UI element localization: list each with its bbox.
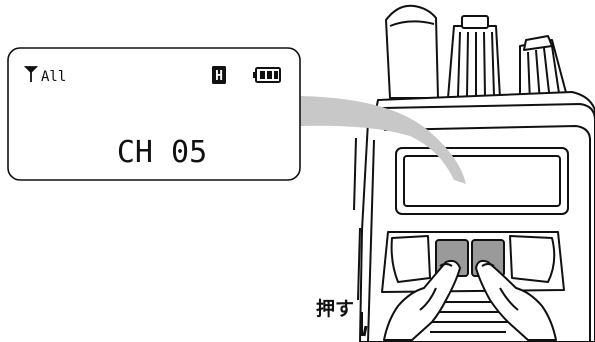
side-mark: [362, 325, 368, 337]
side-grip-2: [357, 227, 361, 301]
radio-side-edge: [367, 139, 375, 342]
battery-icon: [253, 67, 281, 83]
volume-knob: [447, 15, 501, 99]
press-label: 押す: [316, 297, 354, 320]
signal-label: All: [41, 69, 66, 85]
left-hand: [383, 259, 461, 341]
right-hand: [475, 259, 557, 341]
radio-housing: [359, 103, 595, 342]
lcd-zoom-panel: All H CH 05: [7, 47, 301, 181]
side-grip-1: [353, 137, 357, 211]
radio-display-inner: [403, 155, 561, 207]
antenna: [385, 4, 439, 99]
side-button-right: [509, 235, 556, 283]
callout-beam: [300, 96, 466, 184]
button-row-bezel: [381, 231, 565, 293]
power-level-h-icon: H: [212, 66, 226, 84]
radio-display-window: [395, 147, 569, 215]
antenna-icon: [23, 66, 39, 82]
lcd-frame: [7, 47, 301, 181]
channel-display: CH 05: [117, 135, 207, 170]
radio-body: [353, 4, 595, 342]
side-button-left: [390, 235, 431, 283]
radio-front-frame: [383, 125, 591, 342]
antenna-top-line: [389, 20, 435, 27]
power-badge-label: H: [215, 69, 223, 84]
